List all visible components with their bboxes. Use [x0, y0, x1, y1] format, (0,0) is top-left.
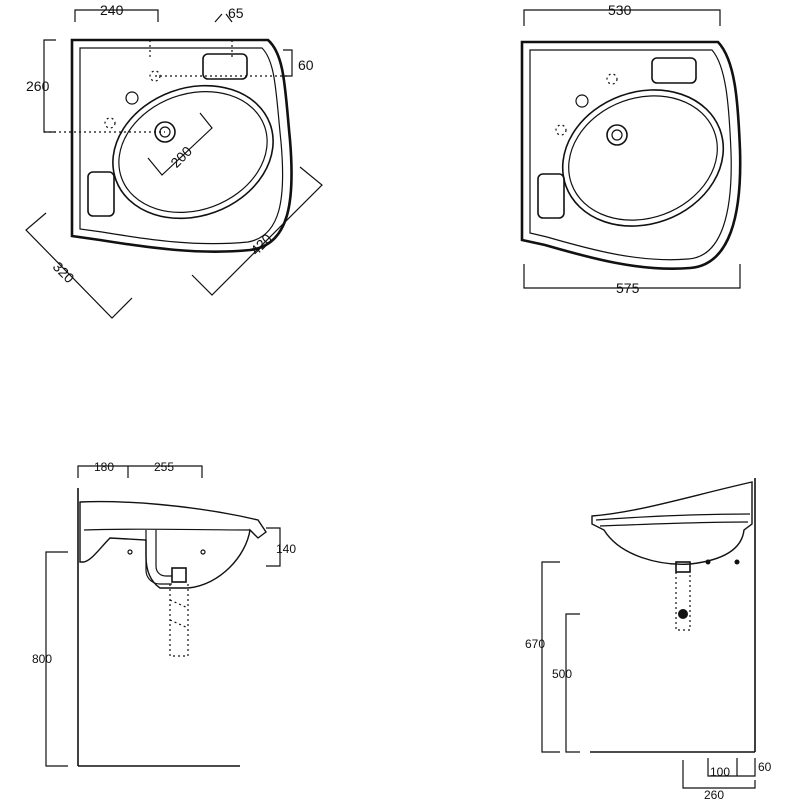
- dim-100: 100: [710, 765, 730, 779]
- drain-inner: [611, 129, 623, 141]
- dim-line-420: [191, 166, 323, 296]
- dim-260: 260: [704, 788, 724, 800]
- dim-530: 530: [608, 2, 632, 18]
- drain: [606, 124, 628, 146]
- dim-line-800: [45, 551, 68, 767]
- plan-view: 530 575: [520, 2, 742, 296]
- dim-255: 255: [154, 460, 174, 474]
- rim-line: [83, 528, 251, 531]
- fixing-bolt: [734, 559, 740, 565]
- dim-575: 575: [616, 280, 640, 296]
- dim-line-180-255: [77, 465, 203, 478]
- dim-line-100-60: [707, 758, 756, 777]
- rim-line: [595, 513, 751, 521]
- tap-hole-optional: [104, 117, 116, 129]
- overflow: [200, 549, 206, 555]
- waste-pipe: [675, 572, 691, 631]
- plan-view-dimensioned: 240 65 60 260 200 420 320: [25, 2, 323, 319]
- bowl-inner: [568, 95, 718, 221]
- bowl: [112, 84, 274, 220]
- soap-recess: [87, 171, 115, 217]
- fixing-bolt: [705, 559, 711, 565]
- tap-hole-optional: [606, 73, 618, 85]
- dim-60: 60: [298, 57, 314, 73]
- rim-line: [599, 521, 749, 527]
- dim-line-240: [74, 9, 159, 22]
- soap-recess: [651, 57, 697, 84]
- waste-outlet: [678, 609, 688, 619]
- dim-line-575: [523, 264, 741, 289]
- dim-line-140: [266, 527, 281, 567]
- dim-line-260: [43, 39, 56, 133]
- dim-260: 260: [26, 78, 50, 94]
- bowl: [561, 89, 725, 227]
- dim-180: 180: [94, 460, 114, 474]
- dim-420: 420: [247, 230, 275, 258]
- support: [155, 530, 172, 577]
- dim-line-530: [523, 9, 721, 26]
- overflow: [127, 549, 133, 555]
- dim-240: 240: [100, 2, 124, 18]
- bowl-inner: [118, 91, 268, 213]
- dim-line-670: [541, 561, 560, 753]
- dim-670: 670: [525, 637, 545, 651]
- waste-pipe-detail: [169, 599, 189, 609]
- dim-320: 320: [50, 258, 78, 286]
- dim-60: 60: [758, 760, 772, 774]
- soap-recess: [202, 53, 248, 80]
- dim-65: 65: [228, 5, 244, 21]
- basin-outline: [520, 40, 742, 270]
- tap-hole: [575, 94, 589, 108]
- front-elevation: 670 500 100 60 260: [525, 478, 772, 800]
- tap-hole: [125, 91, 139, 105]
- dim-line-65: [214, 13, 233, 23]
- dim-line-320: [25, 212, 133, 319]
- trap: [675, 561, 691, 573]
- dim-line-60: [283, 49, 293, 77]
- trap: [171, 567, 187, 583]
- soap-recess: [537, 173, 565, 219]
- basin-rim-inner: [79, 47, 284, 245]
- basin-body: [79, 500, 267, 589]
- tap-hole-optional: [555, 124, 567, 136]
- dim-line-260: [682, 760, 756, 789]
- dim-line-200: [147, 112, 213, 176]
- side-elevation: 180 255 140 800: [32, 460, 296, 767]
- dim-line-500: [565, 613, 580, 753]
- waste-pipe: [169, 584, 189, 657]
- dim-800: 800: [32, 652, 52, 666]
- dim-500: 500: [552, 667, 572, 681]
- dim-140: 140: [276, 542, 296, 556]
- basin-outline: [70, 38, 293, 253]
- basin-rim-inner: [529, 49, 732, 261]
- support: [145, 530, 172, 585]
- waste-pipe-detail: [169, 619, 189, 629]
